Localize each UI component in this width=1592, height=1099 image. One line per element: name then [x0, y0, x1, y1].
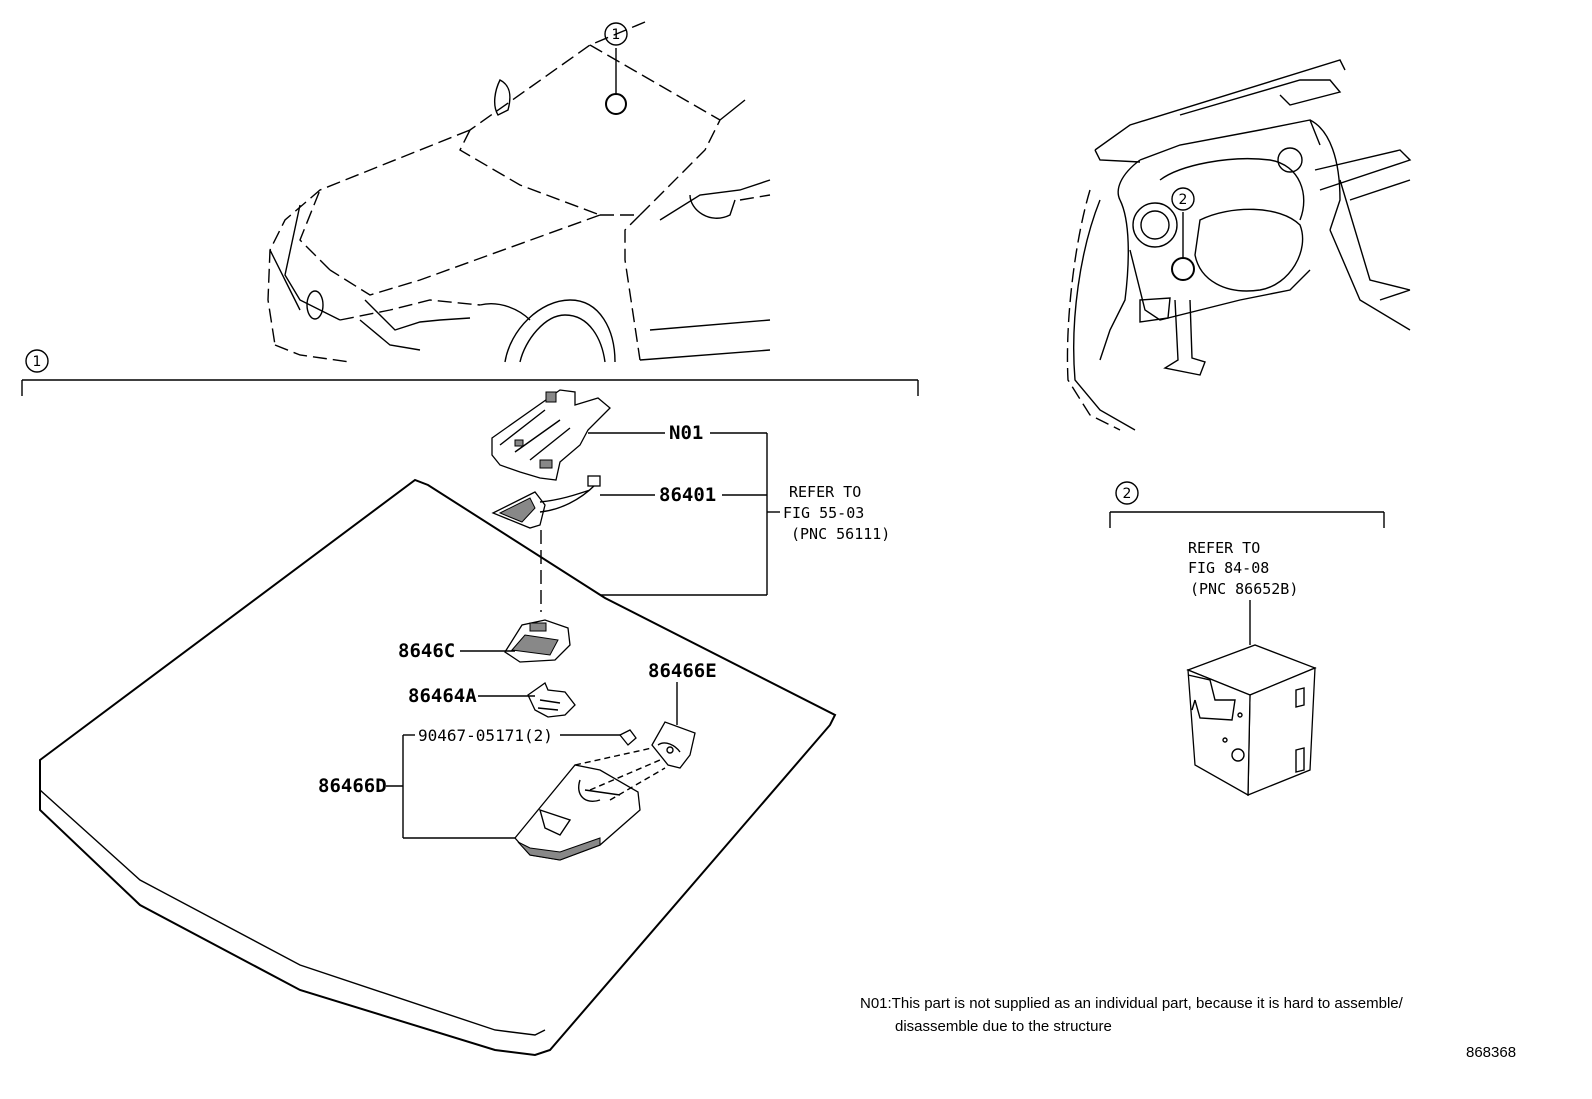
- callout-2-label-dashboard: 2: [1179, 192, 1188, 208]
- figure-id: 868368: [1466, 1044, 1516, 1061]
- part-86466e-bracket: [651, 721, 696, 769]
- label-86401: 86401: [659, 484, 716, 506]
- refer-2-line2: FIG 84-08: [1188, 559, 1269, 577]
- callout-1-label-car: 1: [612, 27, 621, 43]
- label-86466e: 86466E: [648, 660, 717, 682]
- car-front-illustration: 1: [267, 21, 771, 363]
- label-86464a: 86464A: [408, 685, 477, 707]
- label-86466d: 86466D: [318, 775, 387, 797]
- refer-1-line3: (PNC 56111): [791, 525, 890, 543]
- part-86466d-housing: [514, 747, 666, 861]
- label-90467-05171: 90467-05171(2): [418, 726, 553, 745]
- n01-bracket-part: [491, 389, 611, 481]
- part-8646c-cover: [504, 619, 571, 663]
- section-1-leaders: [386, 432, 780, 839]
- refer-2-line1: REFER TO: [1188, 539, 1260, 557]
- refer-1-line2: FIG 55-03: [783, 504, 864, 522]
- section-2-bracket: 2: [1109, 481, 1385, 528]
- refer-note-1: REFER TO FIG 55-03 (PNC 56111): [783, 483, 890, 543]
- callout-1-label-section: 1: [33, 354, 42, 370]
- dashboard-illustration: 2: [1066, 59, 1412, 431]
- note-line1: N01:This part is not supplied as an indi…: [860, 995, 1404, 1012]
- part-86464a-clip: [527, 682, 576, 718]
- note-line2: disassemble due to the structure: [895, 1018, 1112, 1035]
- ecu-module-part: [1186, 644, 1317, 797]
- section-1-bracket: 1: [21, 349, 919, 396]
- part-86401-harness: [491, 475, 601, 529]
- part-90467-clip: [618, 729, 637, 746]
- windshield-glass: [39, 478, 837, 1057]
- refer-1-line1: REFER TO: [789, 483, 861, 501]
- refer-2-line3: (PNC 86652B): [1190, 580, 1298, 598]
- label-8646c: 8646C: [398, 640, 455, 662]
- refer-note-2: REFER TO FIG 84-08 (PNC 86652B): [1188, 539, 1298, 598]
- callout-2-label-section: 2: [1123, 486, 1132, 502]
- label-n01: N01: [669, 422, 703, 444]
- footnote: N01:This part is not supplied as an indi…: [860, 995, 1404, 1035]
